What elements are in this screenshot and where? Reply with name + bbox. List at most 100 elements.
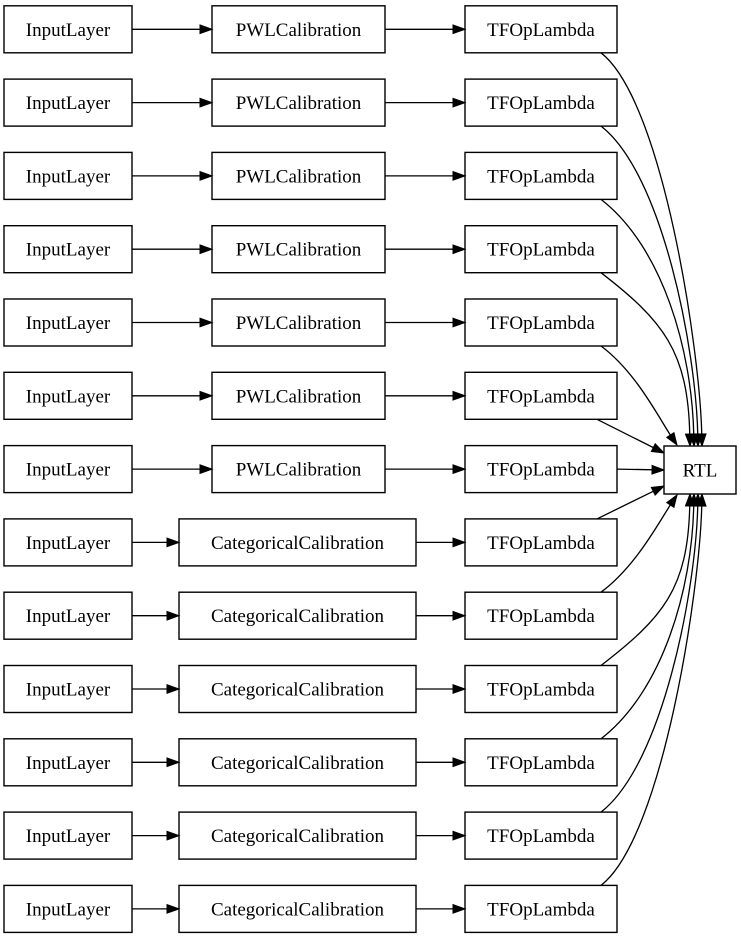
node-tfoplambda-10-box (464, 664, 618, 714)
edge-lambda-to-rtl-7 (616, 468, 655, 471)
node-inputlayer-9-box (3, 591, 133, 640)
node-tfoplambda-1-label: TFOpLambda (487, 20, 595, 41)
node-inputlayer-2-label: InputLayer (26, 93, 111, 114)
node-calibration-2-label: PWLCalibration (236, 93, 362, 114)
node-tfoplambda-12-label: TFOpLambda (487, 826, 595, 847)
edge-lambda-to-rtl-6 (596, 418, 656, 450)
node-calibration-9-label: CategoricalCalibration (211, 606, 385, 627)
edge-lambda-to-rtl-8-arrowhead (650, 485, 666, 497)
edge-input-to-calibration-7-arrowhead (199, 464, 214, 475)
node-inputlayer-3-label: InputLayer (26, 166, 111, 187)
node-calibration-3-box (211, 151, 386, 201)
node-calibration-4-box (211, 224, 386, 274)
node-calibration-5-box (211, 298, 386, 347)
node-tfoplambda-4-box (464, 224, 618, 274)
edge-input-to-calibration-8-arrowhead (166, 537, 181, 548)
node-calibration-5-label: PWLCalibration (236, 313, 362, 334)
edge-lambda-to-rtl-4-arrowhead (684, 433, 695, 448)
edge-lambda-to-rtl-8 (596, 489, 656, 520)
node-inputlayer-8-label: InputLayer (26, 533, 111, 554)
node-calibration-11-label: CategoricalCalibration (211, 753, 385, 774)
node-tfoplambda-1-box (464, 5, 618, 54)
node-inputlayer-13-box (3, 884, 133, 934)
node-tfoplambda-7-box (464, 444, 618, 494)
edge-input-to-calibration-12-arrowhead (166, 830, 181, 841)
node-inputlayer-6-box (3, 371, 133, 420)
edge-lambda-to-rtl-1 (600, 52, 703, 436)
node-calibration-12-label: CategoricalCalibration (211, 826, 385, 847)
node-inputlayer-8-box (3, 518, 133, 567)
node-tfoplambda-11-label: TFOpLambda (487, 753, 595, 774)
node-inputlayer-6-label: InputLayer (26, 386, 111, 407)
node-calibration-4-label: PWLCalibration (236, 240, 362, 261)
node-inputlayer-3-box (3, 151, 133, 201)
edge-input-to-calibration-3-arrowhead (199, 170, 214, 181)
node-tfoplambda-7-label: TFOpLambda (487, 460, 595, 481)
edge-lambda-to-rtl-12 (600, 504, 699, 813)
node-inputlayer-1-box (3, 5, 133, 54)
node-calibration-13-label: CategoricalCalibration (211, 899, 385, 920)
edge-lambda-to-rtl-4 (600, 272, 691, 436)
node-tfoplambda-5-box (464, 298, 618, 347)
node-rtl-box (663, 445, 737, 495)
node-calibration-1-box (211, 5, 386, 54)
edge-input-to-calibration-6-arrowhead (199, 390, 214, 401)
edge-calibration-to-lambda-8-arrowhead (452, 537, 467, 548)
node-calibration-10-label: CategoricalCalibration (211, 679, 385, 700)
node-calibration-13-box (178, 884, 417, 934)
node-tfoplambda-6-label: TFOpLambda (487, 386, 595, 407)
edge-lambda-to-rtl-3 (600, 198, 695, 436)
node-inputlayer-7-box (3, 444, 133, 494)
node-inputlayer-9-label: InputLayer (26, 606, 111, 627)
node-calibration-1-label: PWLCalibration (236, 20, 362, 41)
edge-calibration-to-lambda-4-arrowhead (452, 244, 467, 255)
edge-lambda-to-rtl-13 (600, 504, 703, 886)
node-inputlayer-4-label: InputLayer (26, 240, 111, 261)
edge-calibration-to-lambda-13-arrowhead (452, 903, 467, 914)
edge-calibration-to-lambda-6-arrowhead (452, 390, 467, 401)
edge-input-to-calibration-5-arrowhead (199, 317, 214, 328)
node-calibration-2-box (211, 78, 386, 127)
edge-lambda-to-rtl-5-arrowhead (665, 431, 678, 447)
node-tfoplambda-5-label: TFOpLambda (487, 313, 595, 334)
edge-input-to-calibration-13-arrowhead (166, 903, 181, 914)
edge-lambda-to-rtl-9-arrowhead (665, 493, 678, 509)
node-tfoplambda-3-box (464, 151, 618, 201)
edge-input-to-calibration-11-arrowhead (166, 757, 181, 768)
edge-lambda-to-rtl-2 (600, 125, 699, 436)
node-tfoplambda-10-label: TFOpLambda (487, 679, 595, 700)
edge-lambda-to-rtl-7-arrowhead (651, 464, 666, 475)
node-calibration-12-box (178, 811, 417, 860)
edge-lambda-to-rtl-6-arrowhead (650, 442, 666, 454)
edge-input-to-calibration-2-arrowhead (199, 97, 214, 108)
node-tfoplambda-13-label: TFOpLambda (487, 899, 595, 920)
edge-lambda-to-rtl-5 (600, 345, 672, 437)
node-tfoplambda-9-box (464, 591, 618, 640)
edge-calibration-to-lambda-11-arrowhead (452, 757, 467, 768)
node-tfoplambda-4-label: TFOpLambda (487, 240, 595, 261)
node-tfoplambda-3-label: TFOpLambda (487, 166, 595, 187)
node-calibration-11-box (178, 738, 417, 787)
edge-calibration-to-lambda-7-arrowhead (452, 464, 467, 475)
node-inputlayer-1-label: InputLayer (26, 20, 111, 41)
node-tfoplambda-8-box (464, 518, 618, 567)
edge-input-to-calibration-4-arrowhead (199, 244, 214, 255)
node-calibration-3-label: PWLCalibration (236, 166, 362, 187)
edge-input-to-calibration-10-arrowhead (166, 683, 181, 695)
node-calibration-7-label: PWLCalibration (236, 460, 362, 481)
node-calibration-8-box (178, 518, 417, 567)
edge-calibration-to-lambda-1-arrowhead (452, 24, 467, 35)
edge-input-to-calibration-1-arrowhead (199, 24, 214, 35)
node-inputlayer-11-box (3, 738, 133, 787)
node-inputlayer-5-label: InputLayer (26, 313, 111, 334)
node-calibration-6-label: PWLCalibration (236, 386, 362, 407)
edge-lambda-to-rtl-13-arrowhead (696, 492, 707, 507)
edge-calibration-to-lambda-2-arrowhead (452, 97, 467, 108)
edge-calibration-to-lambda-12-arrowhead (452, 830, 467, 841)
edge-lambda-to-rtl-10 (600, 504, 691, 667)
node-calibration-8-label: CategoricalCalibration (211, 533, 385, 554)
node-inputlayer-5-box (3, 298, 133, 347)
edge-calibration-to-lambda-10-arrowhead (452, 683, 467, 695)
